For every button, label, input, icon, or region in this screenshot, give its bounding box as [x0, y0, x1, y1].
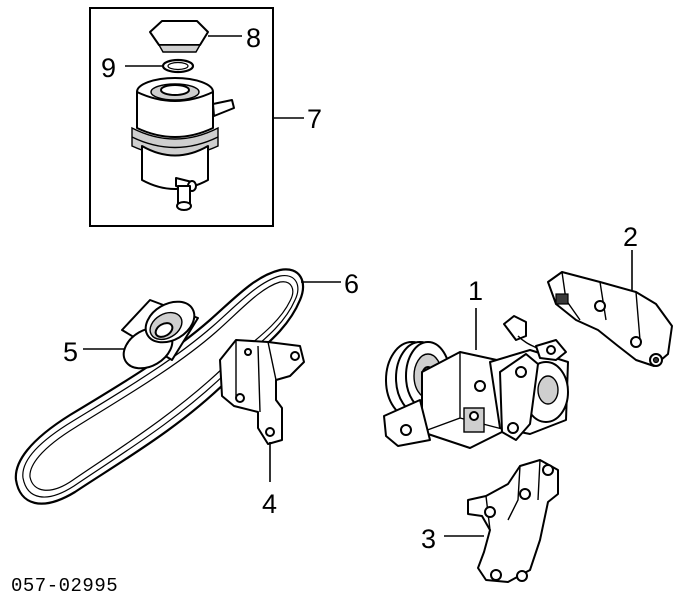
callout-1: 1 [468, 276, 483, 306]
reservoir-cap-illustration [149, 20, 209, 53]
callout-7: 7 [307, 104, 322, 134]
callout-8: 8 [246, 23, 261, 53]
idler-bracket-illustration [219, 339, 305, 445]
callout-3: 3 [421, 524, 436, 554]
o-ring-illustration [161, 58, 195, 74]
reservoir-body-illustration [131, 77, 235, 211]
callout-5: 5 [63, 337, 78, 367]
upper-bracket-illustration [547, 271, 673, 367]
callout-6: 6 [344, 269, 359, 299]
diagram-code: 057-02995 [11, 575, 118, 597]
reservoir-inset [89, 7, 304, 227]
callout-2: 2 [623, 222, 638, 252]
callout-4: 4 [262, 489, 277, 519]
lower-bracket-illustration [467, 459, 559, 583]
idler-pulley-illustration [121, 299, 199, 370]
callout-9: 9 [101, 53, 116, 83]
pump-illustration [383, 315, 569, 449]
drive-belt-illustration [14, 268, 305, 505]
